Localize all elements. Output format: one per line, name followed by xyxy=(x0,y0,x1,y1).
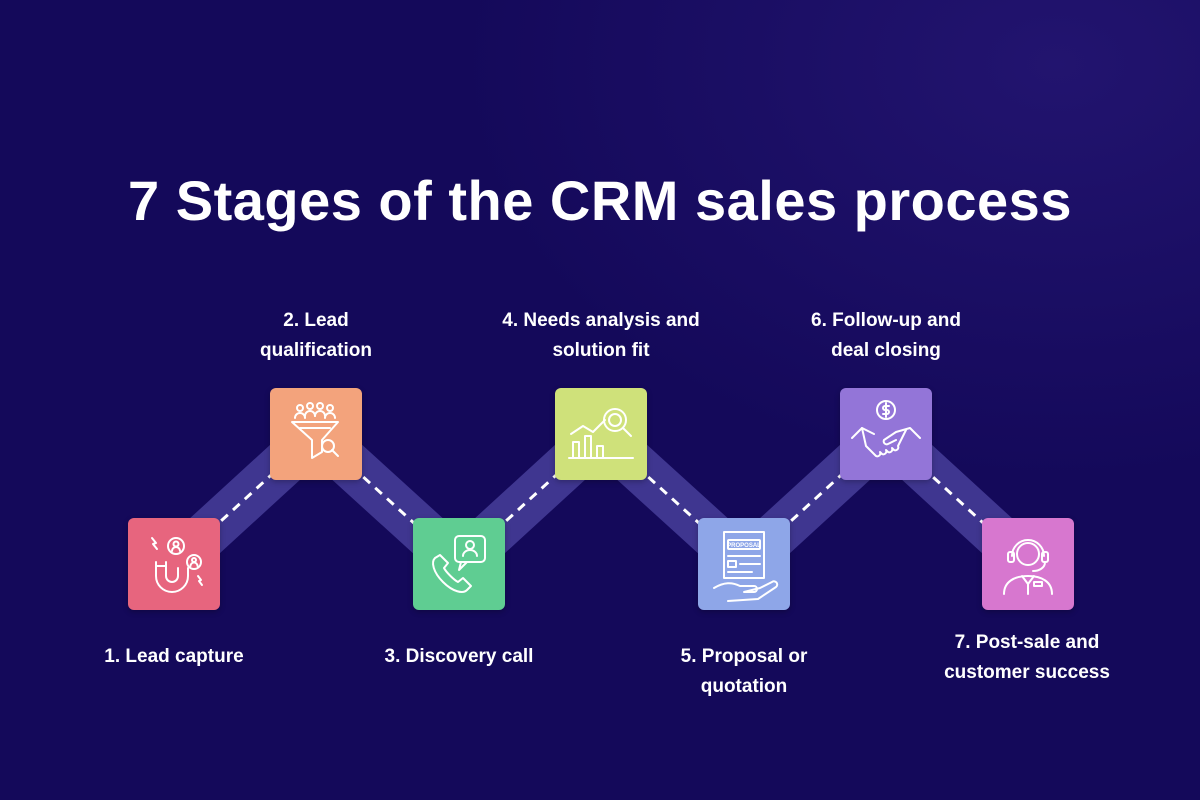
stage-6-tile xyxy=(840,388,932,480)
proposal-hand-icon: PROPOSAL xyxy=(713,531,779,602)
stage-7-tile xyxy=(982,518,1074,610)
stage-5-tile: PROPOSAL xyxy=(698,518,790,610)
stage-1-tile xyxy=(128,518,220,610)
stage-2-tile xyxy=(270,388,362,480)
stage-4-tile xyxy=(555,388,647,480)
stage-7-label: 7. Post-sale and customer success xyxy=(944,632,1110,683)
stage-3-tile xyxy=(413,518,505,610)
page-title: 7 Stages of the CRM sales process xyxy=(128,169,1072,232)
stage-2-label: 2. Lead qualification xyxy=(260,310,372,361)
stage-6-label: 6. Follow-up and deal closing xyxy=(811,310,961,361)
proposal-sign: PROPOSAL xyxy=(727,543,761,549)
phone-chat-icon xyxy=(432,535,486,593)
stage-1-label: 1. Lead capture xyxy=(104,646,244,667)
handshake-dollar-icon xyxy=(851,400,921,458)
stage-3-label: 3. Discovery call xyxy=(384,646,534,667)
magnet-people-icon xyxy=(151,537,203,593)
stage-4-label: 4. Needs analysis and solution fit xyxy=(502,310,700,361)
chart-magnifier-icon xyxy=(568,408,634,459)
funnel-search-icon xyxy=(291,402,339,459)
stage-5-label: 5. Proposal or quotation xyxy=(680,646,808,697)
support-agent-icon xyxy=(1003,539,1053,595)
